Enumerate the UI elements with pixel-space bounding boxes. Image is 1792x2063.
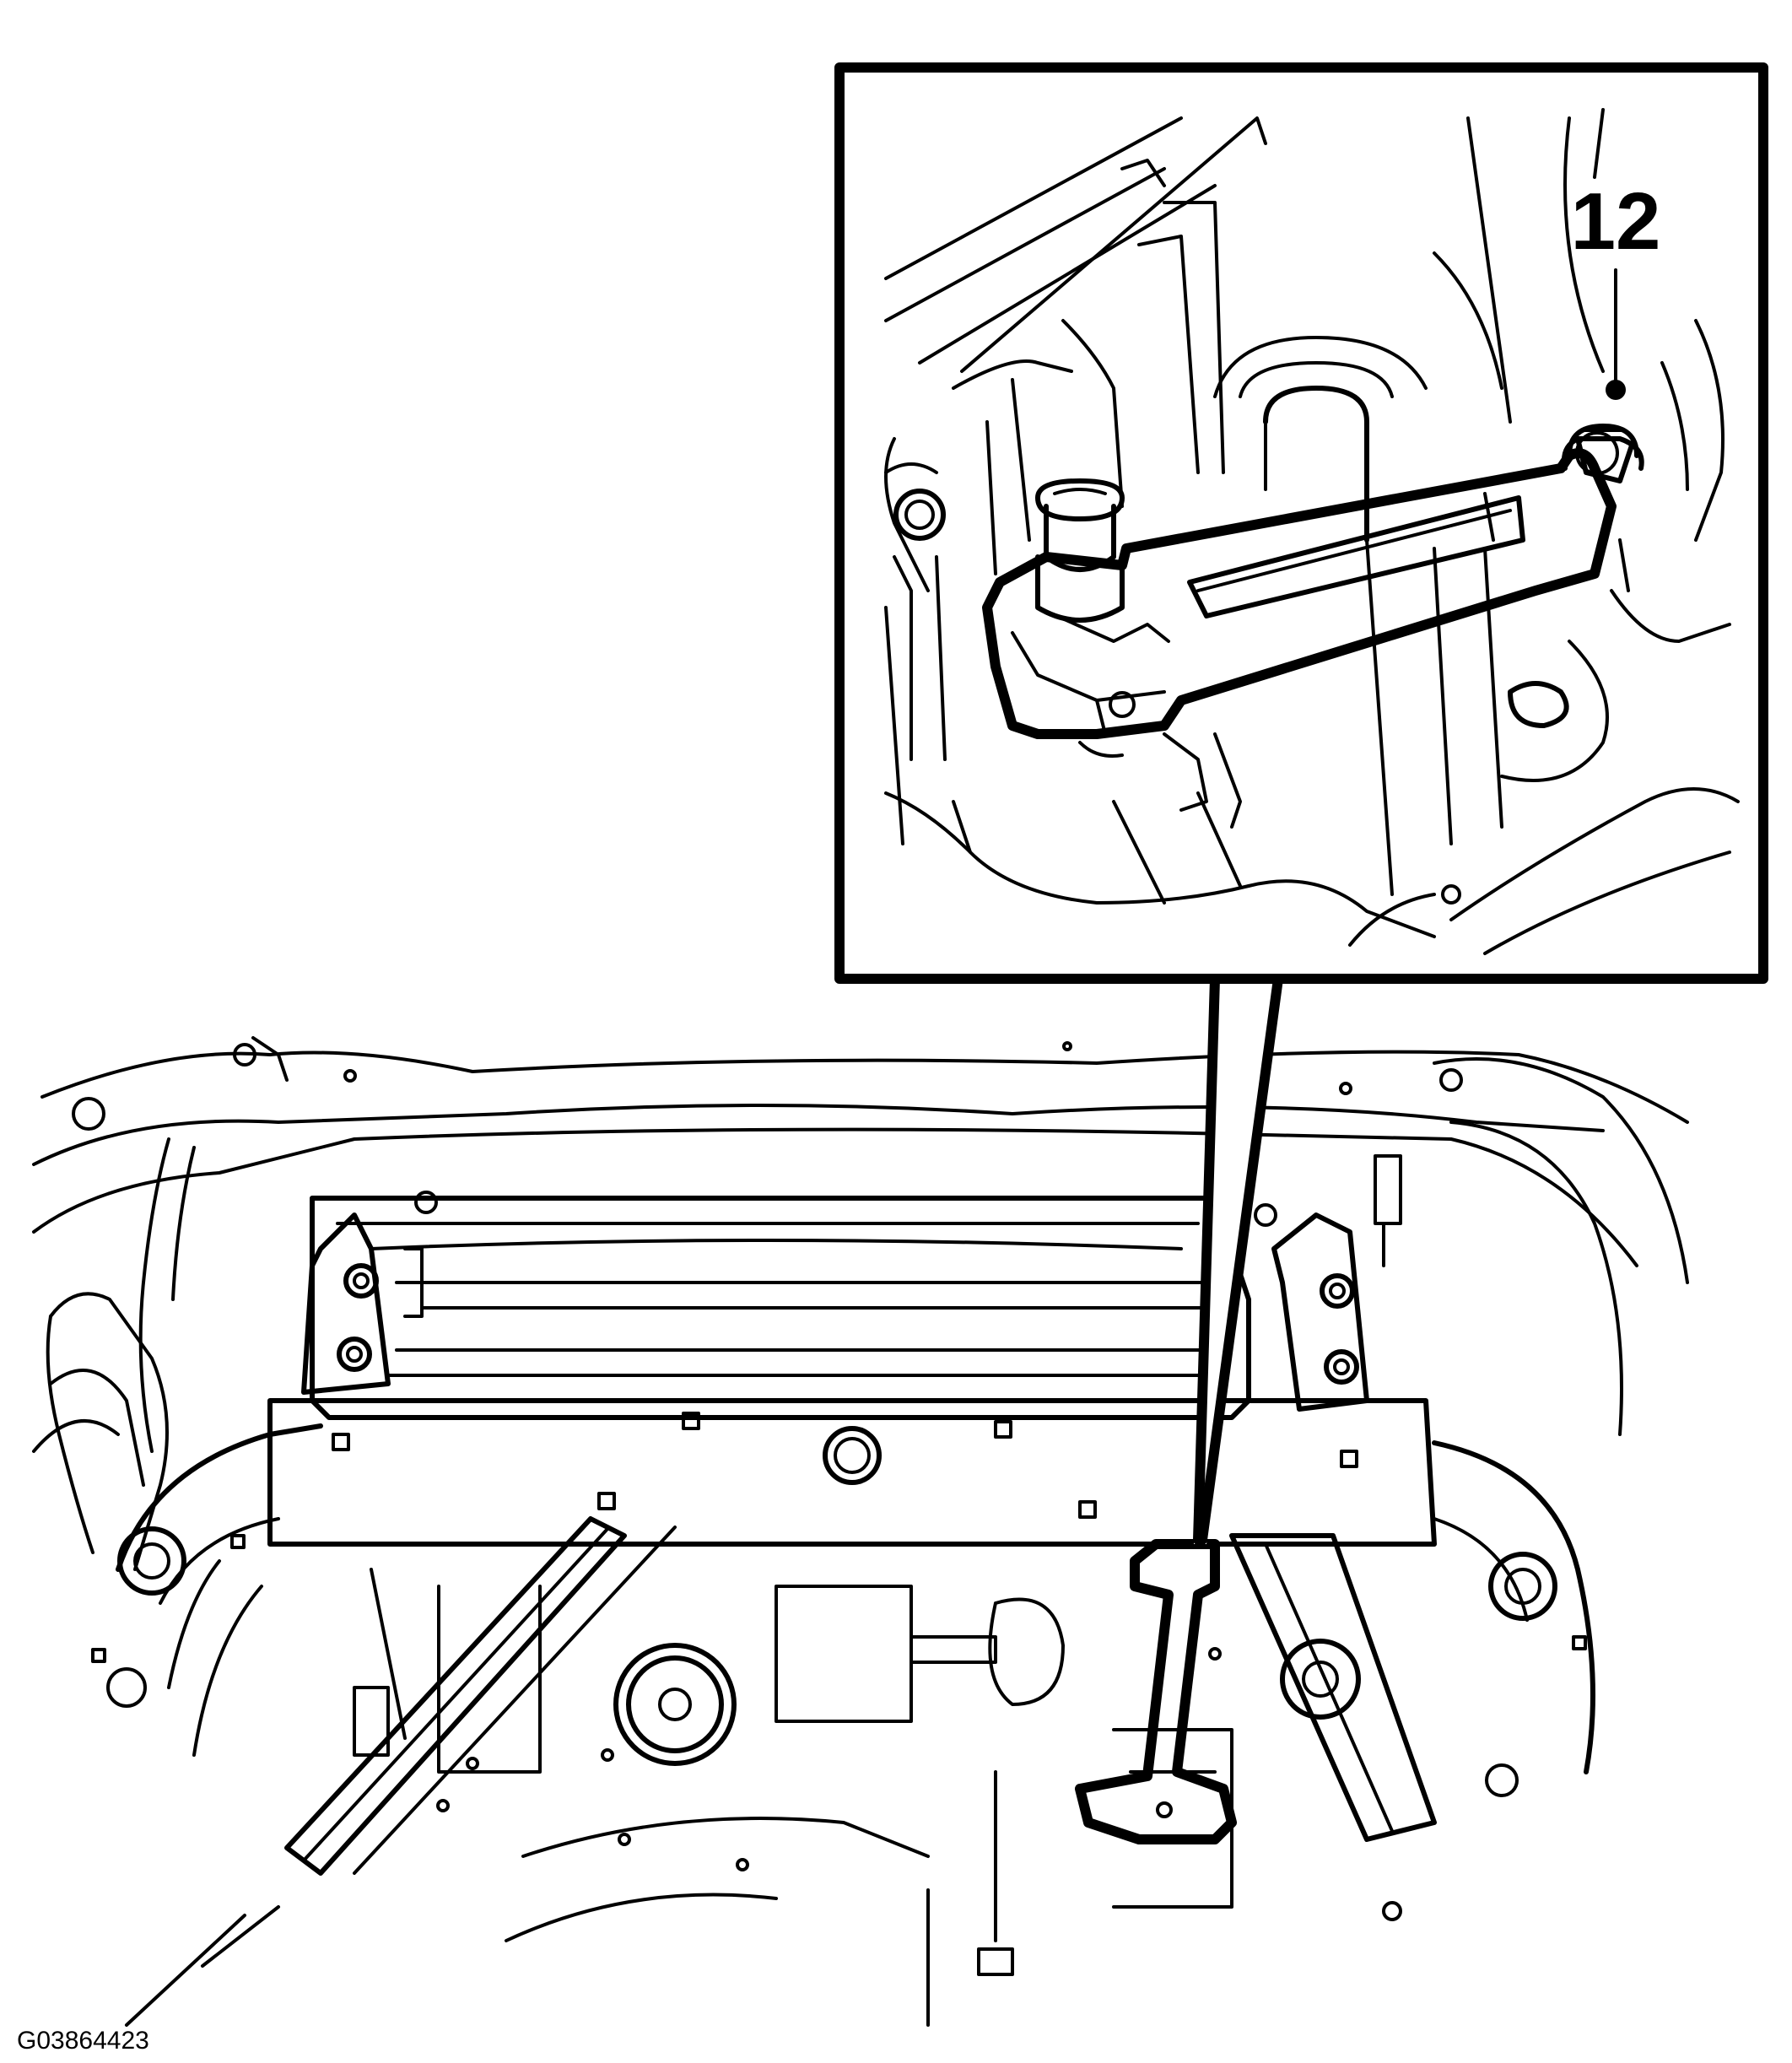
- detail-inset: 12: [834, 62, 1768, 984]
- detail-drawing: [884, 108, 1740, 955]
- engine-overview: [32, 1036, 1689, 2027]
- torque-arm-highlight: [1075, 1539, 1237, 1844]
- zoom-leader: [1193, 974, 1283, 1545]
- figure-id-label: G03864423: [17, 2027, 149, 2055]
- callout-label: 12: [1571, 176, 1661, 267]
- callout-12: 12: [1571, 176, 1661, 400]
